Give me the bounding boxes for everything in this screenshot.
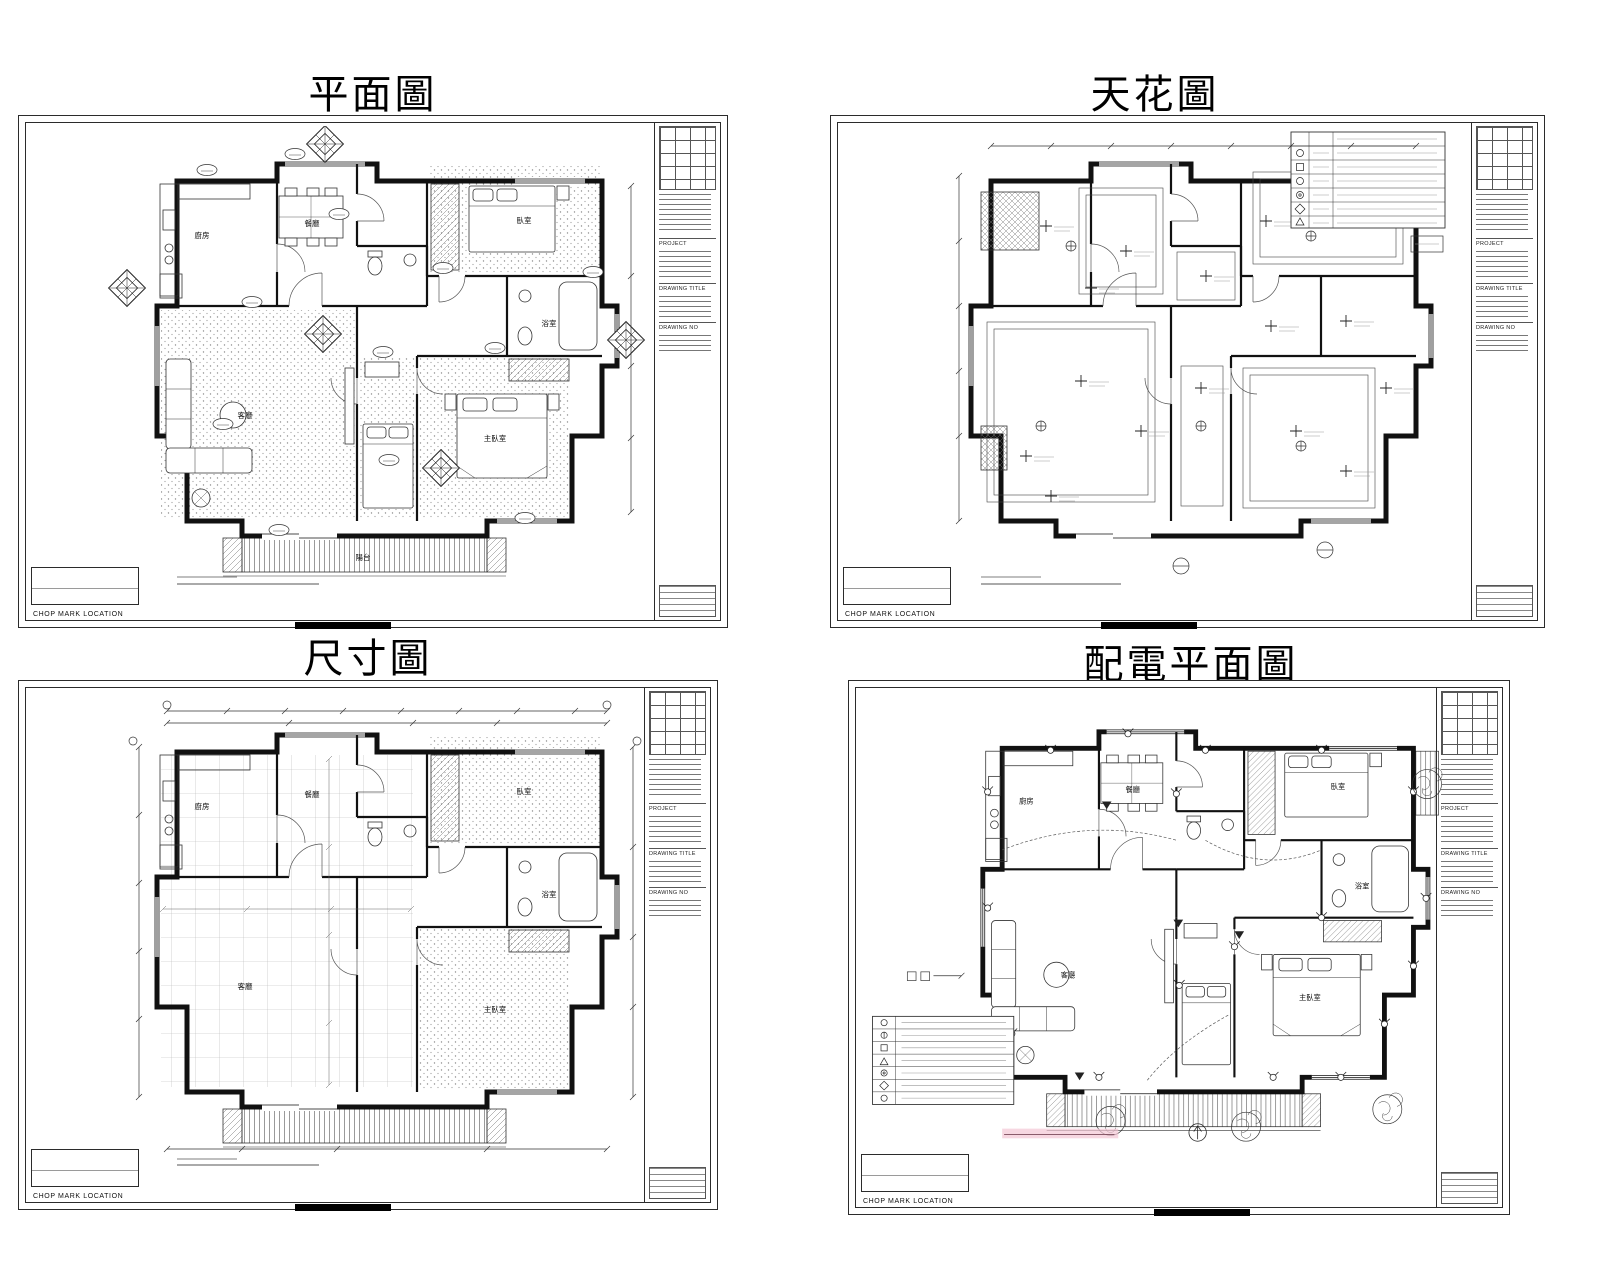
svg-text:浴室: 浴室 bbox=[542, 889, 557, 899]
drawing-no-label: DRAWING NO bbox=[1476, 322, 1533, 331]
title-block-footer bbox=[649, 1167, 706, 1199]
balcony-deck bbox=[1046, 1093, 1321, 1131]
title-block: PROJECT DRAWING TITLE DRAWING NO bbox=[654, 123, 720, 620]
revision-table bbox=[659, 126, 716, 190]
panel-detail bbox=[906, 971, 965, 981]
furniture bbox=[991, 752, 1382, 1066]
plan-caption bbox=[177, 576, 319, 585]
room-labels: 客廳 餐廳 廚房 主臥室 臥室 浴室 bbox=[195, 786, 557, 1014]
drawing-no-label: DRAWING NO bbox=[649, 887, 706, 896]
drawing-title-label: DRAWING TITLE bbox=[1476, 283, 1533, 292]
room-labels: 客廳 餐廳 廚房 主臥室 臥室 浴室 bbox=[1019, 782, 1369, 1002]
sheet-electrical-plan: 客廳 餐廳 廚房 主臥室 臥室 浴室 PROJECT DRAWING TITLE… bbox=[848, 680, 1510, 1216]
dimension-line bbox=[627, 182, 635, 516]
chop-mark-box bbox=[31, 567, 139, 605]
sheet-ceiling-plan: PROJECT DRAWING TITLE DRAWING NO CHOP MA… bbox=[830, 115, 1545, 629]
title-block: PROJECT DRAWING TITLE DRAWING NO bbox=[1471, 123, 1537, 620]
chop-mark-label: CHOP MARK LOCATION bbox=[33, 1193, 124, 1200]
sheet-inner-border bbox=[837, 122, 1538, 621]
electrical-plan-drawing: 客廳 餐廳 廚房 主臥室 臥室 浴室 bbox=[872, 695, 1443, 1142]
drawing-no-label: DRAWING NO bbox=[659, 322, 716, 331]
chop-mark-label: CHOP MARK LOCATION bbox=[33, 611, 124, 618]
dimension-line bbox=[955, 142, 1420, 525]
sheet-inner-border bbox=[25, 687, 711, 1203]
fold-mark bbox=[295, 622, 391, 629]
svg-text:主臥室: 主臥室 bbox=[484, 433, 507, 443]
chop-mark-box bbox=[31, 1149, 139, 1187]
title-dimension-plan: 尺寸圖 bbox=[303, 637, 433, 681]
plan-caption bbox=[981, 576, 1121, 585]
title-block-footer bbox=[1441, 1172, 1498, 1204]
svg-text:廚房: 廚房 bbox=[195, 801, 210, 811]
fold-mark bbox=[1154, 1209, 1250, 1216]
title-block: PROJECT DRAWING TITLE DRAWING NO bbox=[1436, 688, 1502, 1207]
dimension-tags bbox=[128, 700, 642, 746]
svg-text:主臥室: 主臥室 bbox=[484, 1004, 507, 1014]
fold-mark bbox=[1101, 622, 1197, 629]
revision-table bbox=[1476, 126, 1533, 190]
electrical-legend-table bbox=[872, 1015, 1015, 1105]
svg-text:臥室: 臥室 bbox=[517, 215, 532, 225]
drawing-title-label: DRAWING TITLE bbox=[649, 848, 706, 857]
tile-floor bbox=[161, 755, 413, 1087]
sheet-inner-border bbox=[25, 122, 721, 621]
equipment-hatch bbox=[980, 425, 1008, 471]
svg-text:浴室: 浴室 bbox=[1355, 882, 1370, 891]
chop-mark-label: CHOP MARK LOCATION bbox=[863, 1198, 954, 1205]
interior-dimension-line bbox=[159, 755, 415, 1089]
room-labels: 客廳 餐廳 廚房 主臥室 臥室 浴室 陽台 bbox=[195, 215, 557, 562]
revision-table bbox=[1441, 691, 1498, 755]
svg-text:廚房: 廚房 bbox=[1019, 796, 1034, 805]
svg-text:主臥室: 主臥室 bbox=[1299, 993, 1321, 1002]
chop-mark-box bbox=[861, 1154, 969, 1192]
title-block-footer bbox=[659, 585, 716, 617]
svg-text:浴室: 浴室 bbox=[542, 318, 557, 328]
dimension-line bbox=[135, 707, 637, 1153]
svg-text:客廳: 客廳 bbox=[238, 981, 253, 991]
north-arrow-icon bbox=[1188, 1123, 1207, 1142]
balcony-deck bbox=[222, 1108, 507, 1148]
title-ceiling-plan: 天花圖 bbox=[1090, 73, 1220, 117]
title-electrical-plan: 配電平面圖 bbox=[1083, 643, 1299, 687]
title-block: PROJECT DRAWING TITLE DRAWING NO bbox=[644, 688, 710, 1202]
revision-table bbox=[649, 691, 706, 755]
ceiling-legend-table bbox=[1290, 131, 1446, 253]
title-floor-plan: 平面圖 bbox=[308, 73, 438, 117]
equipment-hatch bbox=[980, 191, 1040, 251]
dimension-plan-drawing: 客廳 餐廳 廚房 主臥室 臥室 浴室 bbox=[128, 700, 642, 1166]
plan-caption bbox=[177, 1158, 319, 1166]
svg-text:餐廳: 餐廳 bbox=[305, 789, 320, 799]
project-label: PROJECT bbox=[659, 238, 716, 247]
svg-text:餐廳: 餐廳 bbox=[1126, 785, 1141, 794]
title-block-text bbox=[659, 194, 712, 234]
svg-text:臥室: 臥室 bbox=[1331, 782, 1346, 791]
sheet-inner-border bbox=[855, 687, 1503, 1208]
drawing-title-label: DRAWING TITLE bbox=[1441, 848, 1498, 857]
section-tags bbox=[1172, 541, 1334, 575]
drawing-title-label: DRAWING TITLE bbox=[659, 283, 716, 292]
fold-mark bbox=[295, 1204, 391, 1211]
svg-text:陽台: 陽台 bbox=[356, 552, 371, 562]
chop-mark-box bbox=[843, 567, 951, 605]
svg-text:客廳: 客廳 bbox=[1061, 971, 1076, 980]
drawing-no-label: DRAWING NO bbox=[1441, 887, 1498, 896]
chop-mark-label: CHOP MARK LOCATION bbox=[845, 611, 936, 618]
project-label: PROJECT bbox=[1441, 803, 1498, 812]
project-label: PROJECT bbox=[649, 803, 706, 812]
project-label: PROJECT bbox=[1476, 238, 1533, 247]
svg-text:廚房: 廚房 bbox=[195, 230, 210, 240]
sheet-dimension-plan: 客廳 餐廳 廚房 主臥室 臥室 浴室 PROJECT DRAWING TITLE… bbox=[18, 680, 718, 1211]
floor-plan-drawing: 客廳 餐廳 廚房 主臥室 臥室 浴室 陽台 bbox=[108, 126, 645, 585]
title-block-footer bbox=[1476, 585, 1533, 617]
svg-text:餐廳: 餐廳 bbox=[305, 218, 320, 228]
sheet-floor-plan: 客廳 餐廳 廚房 主臥室 臥室 浴室 陽台 PROJECT DRAWING TI… bbox=[18, 115, 728, 629]
circuit-lines bbox=[1002, 829, 1322, 1081]
svg-text:臥室: 臥室 bbox=[517, 786, 532, 796]
plan-caption bbox=[1002, 1128, 1119, 1139]
svg-text:客廳: 客廳 bbox=[238, 410, 253, 420]
switch-icon bbox=[1074, 801, 1245, 1081]
ceiling-plan-drawing bbox=[955, 131, 1446, 585]
